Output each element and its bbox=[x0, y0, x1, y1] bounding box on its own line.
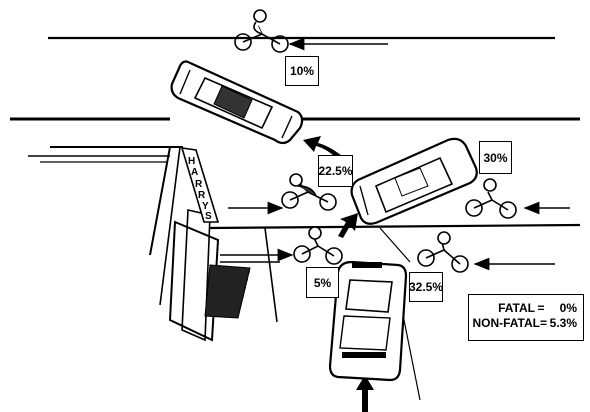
sign-letter: A bbox=[191, 167, 198, 178]
nonfatal-row: NON-FATAL = 5.3% bbox=[472, 316, 577, 330]
cyclist-right bbox=[465, 178, 517, 219]
percentage-box-left-turn: 22.5% bbox=[318, 155, 353, 187]
arrow-straight-up bbox=[356, 375, 374, 412]
percentage-box-top-cyclist: 10% bbox=[285, 56, 319, 86]
arrow-turn-right bbox=[338, 213, 358, 238]
building-corner bbox=[149, 146, 171, 256]
cyclist-lower-left bbox=[293, 226, 343, 265]
fatal-label: FATAL bbox=[498, 301, 535, 315]
nonfatal-value: 5.3% bbox=[549, 316, 577, 330]
nonfatal-label: NON-FATAL bbox=[472, 316, 540, 330]
cyclist-lower-right bbox=[417, 231, 469, 273]
shop-building bbox=[168, 209, 251, 342]
lower-road-edge bbox=[209, 223, 581, 230]
injury-statistics: FATAL = 0% NON-FATAL = 5.3% bbox=[468, 294, 584, 341]
sign-letter: S bbox=[205, 211, 212, 222]
shop-sign: H A R R Y S bbox=[180, 147, 220, 223]
cyclist-top bbox=[234, 9, 289, 53]
cyclist-left bbox=[281, 173, 337, 211]
car-oncoming bbox=[350, 137, 478, 225]
percentage-box-lower-cyclist: 5% bbox=[306, 267, 339, 298]
shop-door-frame bbox=[181, 209, 211, 342]
car-rear-window bbox=[213, 85, 253, 119]
fatal-value: 0% bbox=[559, 301, 577, 315]
sign-letter: H bbox=[188, 156, 195, 167]
car-window bbox=[394, 167, 429, 197]
car-straight bbox=[328, 260, 408, 382]
direction-arrows bbox=[220, 37, 570, 271]
shop-sign-board bbox=[180, 147, 220, 223]
percentage-box-straight: 32.5% bbox=[409, 272, 443, 302]
curb-line bbox=[379, 227, 411, 263]
shop-window-dark bbox=[204, 264, 251, 319]
car-windshield bbox=[345, 279, 393, 313]
fatal-row: FATAL = 0% bbox=[498, 301, 577, 315]
sign-letter: R bbox=[195, 179, 203, 190]
car-turning-left bbox=[170, 60, 304, 145]
sign-letter: Y bbox=[202, 201, 209, 212]
car-roof-sign bbox=[352, 262, 382, 268]
car-hood bbox=[339, 315, 391, 351]
car-grille bbox=[342, 352, 386, 358]
sign-letter: R bbox=[198, 190, 206, 201]
lower-side-edge bbox=[264, 227, 278, 323]
shop-window-frame bbox=[168, 220, 220, 342]
percentage-box-oncoming: 30% bbox=[479, 141, 512, 174]
road-edges bbox=[10, 36, 581, 401]
building-corner-2 bbox=[159, 146, 181, 306]
